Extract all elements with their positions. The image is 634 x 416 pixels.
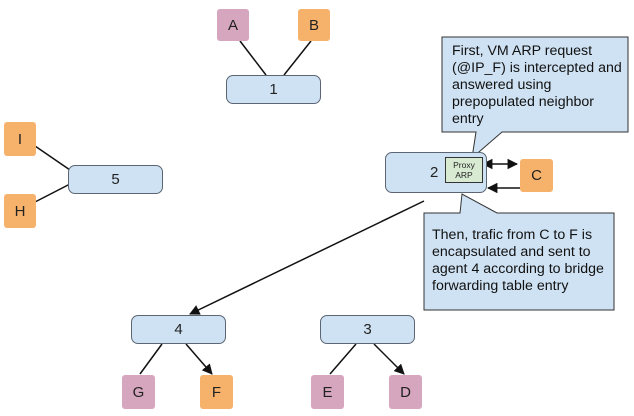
edge-a-1 (239, 40, 267, 76)
proxy-arp-box[interactable]: Proxy ARP (445, 157, 483, 183)
edge-h-5 (34, 183, 71, 203)
edge-i-5 (34, 145, 71, 171)
arrow-2-to-4[interactable] (189, 200, 425, 315)
vm-f[interactable]: F (200, 375, 233, 409)
callout-top-shape (441, 36, 629, 160)
agent-3-label: 3 (363, 321, 372, 338)
vm-b-label: B (308, 16, 319, 34)
agent-1[interactable]: 1 (226, 75, 321, 104)
vm-h-label: H (14, 202, 26, 220)
callout-top-text: First, VM ARP request (@IP_F) is interce… (452, 43, 622, 127)
edge-3-d[interactable] (373, 343, 405, 375)
callout-bottom-text: Then, trafic from C to F is encapsulated… (432, 227, 604, 294)
vm-g-label: G (132, 383, 145, 401)
vm-d-label: D (400, 383, 411, 401)
agent-3[interactable]: 3 (320, 315, 415, 344)
vm-d[interactable]: D (389, 375, 422, 409)
edge-4-f[interactable] (185, 343, 213, 375)
vm-a-label: A (227, 16, 238, 34)
vm-e-label: E (322, 383, 333, 401)
vm-h[interactable]: H (4, 194, 36, 228)
vm-a[interactable]: A (217, 9, 249, 41)
vm-c[interactable]: C (520, 159, 553, 192)
callout-bottom-shape (423, 193, 615, 311)
vm-e[interactable]: E (311, 375, 344, 409)
agent-1-label: 1 (269, 81, 278, 98)
vm-g[interactable]: G (122, 375, 155, 409)
vm-b[interactable]: B (298, 9, 330, 41)
agent-5-label: 5 (111, 171, 120, 188)
proxy-arp-line2: ARP (455, 170, 473, 180)
vm-c-label: C (531, 167, 542, 184)
vm-f-label: F (211, 383, 222, 401)
agent-4-label: 4 (174, 321, 183, 338)
proxy-arp-line1: Proxy (453, 160, 475, 170)
edge-b-1 (283, 40, 312, 76)
vm-i-label: I (17, 130, 23, 148)
agent-2-label: 2 (430, 164, 439, 181)
edge-4-g (139, 343, 163, 375)
edge-3-e (329, 343, 357, 375)
vm-i[interactable]: I (4, 122, 36, 156)
agent-5[interactable]: 5 (68, 165, 163, 194)
agent-4[interactable]: 4 (131, 315, 226, 344)
